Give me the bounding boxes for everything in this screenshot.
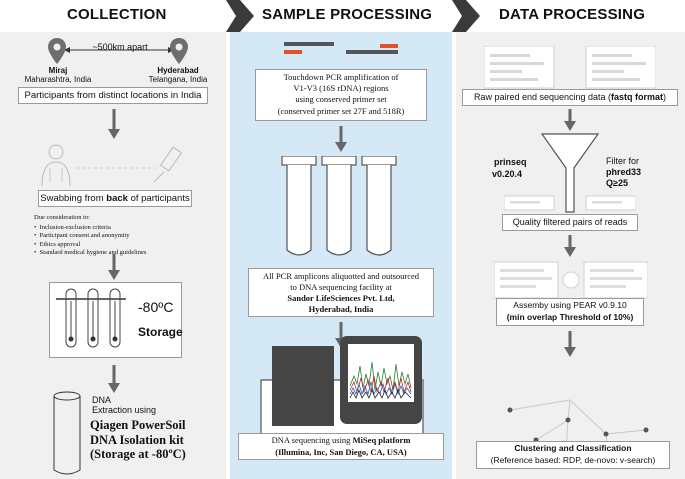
header-collection: COLLECTION [67, 6, 167, 23]
sample-tubes-icon [56, 288, 126, 348]
distance-label: ~500km apart [92, 42, 148, 52]
header-sample-processing: SAMPLE PROCESSING [262, 6, 433, 23]
filter-label: Filter for [606, 156, 640, 166]
raw-data-documents-icon [484, 46, 656, 89]
seq-vendor: (Illumina, Inc, San Diego, CA, USA) [275, 446, 407, 457]
chevron-divider-2 [452, 0, 480, 32]
filter-funnel-icon [540, 133, 600, 213]
dna-extraction-label: DNA Extraction using [92, 395, 157, 415]
down-arrow-icon [108, 109, 120, 139]
down-arrow-icon [108, 254, 120, 280]
consideration-item: • Participant consent and anonymity [34, 232, 130, 239]
pear-assembly-box: Assemby using PEAR v0.9.10 (min overlap … [496, 298, 644, 326]
quality-threshold: Q≥25 [606, 178, 628, 188]
fastq-format: fastq format [611, 92, 664, 102]
quality-filtered-box: Quality filtered pairs of reads [502, 214, 638, 231]
header-data-processing: DATA PROCESSING [499, 6, 646, 23]
location-pin-icon [170, 38, 188, 64]
clustering-box: Clustering and Classification (Reference… [476, 441, 670, 469]
sequencing-box: DNA sequencing using MiSeq platform (Ill… [238, 433, 444, 460]
prinseq-name: prinseq [494, 157, 527, 167]
clustering-subtitle: (Reference based: RDP, de-novo: v-search… [490, 454, 656, 465]
considerations-block: Due consideration to: • Inclusion-exclus… [34, 214, 214, 258]
down-arrow-icon [564, 109, 576, 131]
pcr-box: Touchdown PCR amplification of V1-V3 (16… [255, 69, 427, 121]
kit-label: Qiagen PowerSoil DNA Isolation kit (Stor… [90, 418, 186, 461]
primer-diagram [284, 42, 398, 54]
location-miraj: Miraj [48, 66, 68, 75]
down-arrow-icon [564, 331, 576, 357]
swabbing-box: Swabbing from back of participants [38, 190, 192, 207]
data-processing-panel: Raw paired end sequencing data (fastq fo… [456, 32, 685, 479]
raw-data-box: Raw paired end sequencing data (fastq fo… [462, 89, 678, 106]
down-arrow-icon [108, 365, 120, 393]
consideration-item: • Standard medical hygiene and guideline… [34, 249, 147, 256]
aliquot-box: All PCR amplicons aliquotted and outsour… [248, 268, 434, 317]
prinseq-version: v0.20.4 [492, 169, 523, 179]
phred-label: phred33 [606, 167, 642, 177]
location-hyderabad-state: Telangana, India [148, 75, 208, 84]
filtered-reads-icon [504, 195, 636, 211]
storage-temperature: -80ºC [138, 299, 174, 315]
down-arrow-icon [335, 126, 347, 152]
collection-panel: ~500km apart Miraj Maharashtra, India Hy… [0, 32, 226, 479]
clustering-title: Clustering and Classification [514, 443, 632, 453]
location-miraj-state: Maharashtra, India [24, 75, 92, 84]
swabbing-illustration [41, 144, 183, 187]
down-arrow-icon [564, 235, 576, 257]
sequencer-machine-icon [260, 336, 424, 449]
sample-processing-panel: Touchdown PCR amplification of V1-V3 (16… [230, 32, 452, 479]
storage-label: Storage [138, 325, 183, 339]
swab-prefix: Swabbing from [40, 193, 107, 204]
storage-box: -80ºC Storage [49, 282, 183, 358]
consideration-item: • Ethics approval [34, 240, 81, 248]
consideration-item: • Inclusion-exclusion criteria [34, 223, 111, 231]
location-hyderabad: Hyderabad [157, 66, 199, 75]
location-pin-icon [48, 38, 66, 64]
header-bar: COLLECTION SAMPLE PROCESSING DATA PROCES… [0, 0, 685, 32]
overlap-threshold: (min overlap Threshold of 10%) [506, 311, 634, 322]
seq-platform: MiSeq platform [352, 435, 411, 445]
swab-suffix: of participants [127, 193, 190, 204]
participants-box: Participants from distinct locations in … [18, 87, 208, 104]
chevron-divider-1 [226, 0, 254, 32]
extraction-tube-icon [53, 391, 81, 475]
swab-bold: back [106, 193, 128, 204]
pcr-tubes-icon [281, 156, 397, 256]
seq-prefix: DNA sequencing using [271, 435, 353, 445]
assembly-reads-icon [494, 261, 648, 299]
facility-name: Sandor LifeSciences Pvt. Ltd, [287, 293, 395, 303]
facility-location: Hyderabad, India [308, 304, 374, 314]
considerations-title: Due consideration to: [34, 214, 90, 221]
